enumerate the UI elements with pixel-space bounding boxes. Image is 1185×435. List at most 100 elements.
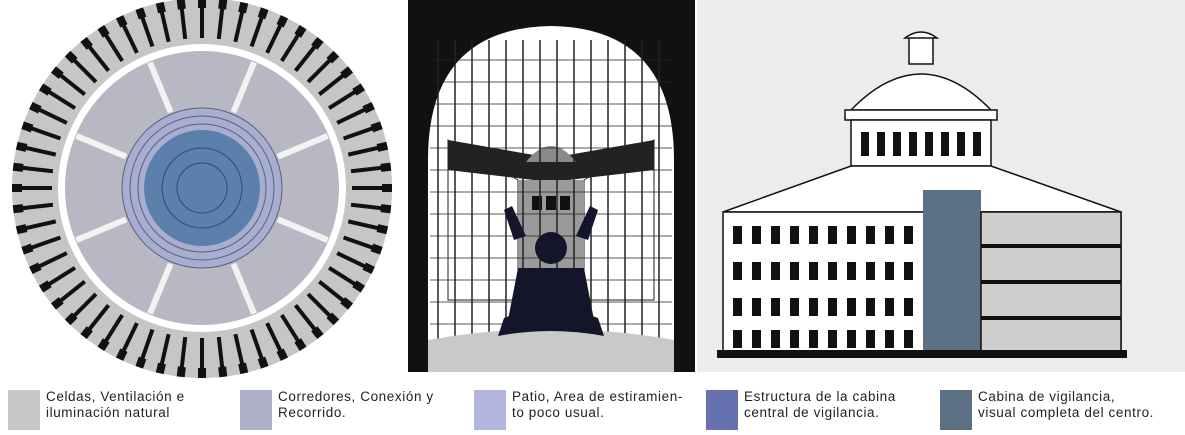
facade-window: [809, 330, 818, 348]
tower-dome: [526, 146, 576, 162]
facade-window: [790, 298, 799, 316]
cell-wall-end: [50, 66, 64, 79]
cell-wall-end: [340, 297, 354, 310]
radial-wall: [276, 133, 329, 160]
legend-swatch-patio: [474, 390, 506, 430]
seated-figure: [498, 206, 604, 336]
cell-wall-end: [176, 366, 186, 378]
cell-wall-end: [12, 162, 24, 172]
cell-wall-end: [340, 66, 354, 79]
facade-window: [733, 226, 742, 244]
cell-wall-end: [97, 338, 110, 352]
drum-window: [941, 132, 949, 156]
radial-walls: [75, 61, 329, 315]
cell-wall-end: [370, 243, 383, 255]
facade-window: [752, 262, 761, 280]
cell-wall-end: [50, 297, 64, 310]
radial-wall: [147, 61, 174, 114]
cell-wall-end: [294, 24, 307, 38]
circular-plan-diagram: [0, 0, 405, 380]
cell-wall-end: [376, 141, 389, 152]
facade-window: [847, 226, 856, 244]
cell-wall-end: [21, 121, 34, 133]
legend-item-corridors: Corredores, Conexión y Recorrido.: [240, 389, 472, 430]
cell-wall-end: [311, 326, 324, 340]
cabin-line: [161, 147, 243, 229]
legend-item-structure: Estructura de la cabina central de vigil…: [706, 389, 938, 430]
cell-wall-end: [362, 101, 375, 114]
facade-window: [828, 330, 837, 348]
facade-window: [733, 262, 742, 280]
legend-swatch-corridors: [240, 390, 272, 430]
legend-line: to poco usual.: [512, 405, 605, 420]
legend-label: Patio, Area de estiramien- to poco usual…: [512, 389, 702, 421]
facade-window: [733, 298, 742, 316]
legend-line: Cabina de vigilancia,: [978, 389, 1116, 404]
cell-wall-end: [64, 312, 78, 326]
perspective-svg: [408, 0, 695, 372]
cell-wall-end: [115, 348, 128, 361]
drum-window: [877, 132, 885, 156]
cell-wall-end: [218, 366, 228, 378]
drum-window: [925, 132, 933, 156]
cell-wall-end: [352, 280, 366, 293]
cell-wall-end: [370, 121, 383, 133]
facade-window: [904, 262, 913, 280]
cell-wall-end: [21, 243, 34, 255]
cell-wall-end: [115, 15, 128, 28]
legend-line: central de vigilancia.: [744, 405, 880, 420]
tower-window: [560, 196, 570, 210]
cell-wall-end: [29, 262, 42, 275]
drum-windows: [861, 132, 981, 156]
facade-window: [828, 298, 837, 316]
cell-wall-end: [64, 50, 78, 64]
cell-wall-end: [276, 15, 289, 28]
cell-wall-end: [238, 362, 249, 375]
cell-wall-end: [257, 356, 269, 369]
legend-label: Corredores, Conexión y Recorrido.: [278, 389, 470, 421]
facade-window: [847, 298, 856, 316]
legend-item-patio: Patio, Area de estiramien- to poco usual…: [474, 389, 704, 430]
cell-wall-end: [12, 204, 24, 214]
drum-window: [861, 132, 869, 156]
corridor-line: [137, 123, 267, 253]
radial-wall: [75, 133, 128, 160]
cell-wall-end: [257, 7, 269, 20]
legend-swatch-cells: [8, 390, 40, 430]
cell-wall-end: [326, 50, 340, 64]
facade-window: [752, 226, 761, 244]
legend-label: Cabina de vigilancia, visual completa de…: [978, 389, 1178, 421]
facade-window: [847, 262, 856, 280]
legend-line: visual completa del centro.: [978, 405, 1155, 420]
legend-line: Estructura de la cabina: [744, 389, 896, 404]
cell-wall-end: [29, 101, 42, 114]
legend-label: Celdas, Ventilación e iluminación natura…: [46, 389, 234, 421]
cell-wall-end: [380, 162, 392, 172]
facade-window: [790, 262, 799, 280]
facade-window: [904, 226, 913, 244]
cell-wall-end: [97, 24, 110, 38]
legend-line: Recorrido.: [278, 405, 347, 420]
cell-wall-end: [218, 0, 228, 10]
radial-wall: [75, 216, 128, 243]
facade-window: [904, 330, 913, 348]
radial-wall: [230, 262, 257, 315]
cell-wall-end: [326, 312, 340, 326]
cell-wall-end: [238, 1, 249, 14]
facade-window: [752, 298, 761, 316]
legend-item-cells: Celdas, Ventilación e iluminación natura…: [8, 389, 238, 430]
facade-window: [904, 298, 913, 316]
dome: [849, 73, 993, 111]
facade-window: [771, 226, 780, 244]
cell-wall-end: [135, 356, 147, 369]
facade-window: [847, 330, 856, 348]
cell-wall-end: [352, 83, 366, 96]
facade-window: [809, 262, 818, 280]
cell-wall-end: [80, 326, 93, 340]
cell-wall-end: [135, 7, 147, 20]
elevation-svg: [697, 0, 1185, 372]
legend-line: iluminación natural: [46, 405, 170, 420]
cell-wall-end: [294, 338, 307, 352]
facade-window: [885, 330, 894, 348]
cell-wall-end: [38, 280, 52, 293]
